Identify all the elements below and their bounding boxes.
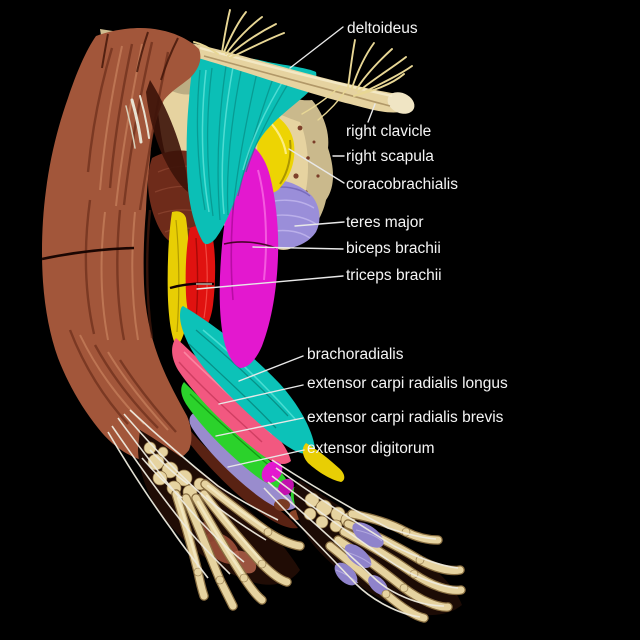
- label-extensor-carpi-radialis-brevis: extensor carpi radialis brevis: [307, 409, 504, 426]
- label-brachoradialis: brachoradialis: [307, 346, 404, 363]
- leader-line-ecrb: [215, 417, 304, 437]
- left-hand: [107, 409, 305, 611]
- deltoid-crevice-shadow: [146, 80, 188, 192]
- leader-line-right-clavicle: [367, 103, 376, 123]
- right-hand: [263, 459, 466, 623]
- leader-line-triceps-brachii: [196, 275, 344, 290]
- label-extensor-digitorum: extensor digitorum: [307, 440, 435, 457]
- label-extensor-carpi-radialis-longus: extensor carpi radialis longus: [307, 375, 508, 392]
- leader-line-teres-major: [294, 221, 345, 227]
- left-hand-tendons: [107, 409, 279, 579]
- label-teres-major: teres major: [346, 214, 424, 231]
- label-biceps-brachii: biceps brachii: [346, 240, 441, 257]
- labels: deltoideus right clavicle right scapula …: [307, 20, 508, 457]
- deltoideus-muscle: [186, 56, 317, 245]
- leader-lines: [196, 26, 376, 468]
- left-knuckles: [193, 527, 273, 585]
- leader-line-extensor-digitorum: [227, 449, 305, 468]
- left-arm-muscles: [41, 28, 201, 464]
- label-coracobrachialis: coracobrachialis: [346, 176, 458, 193]
- leader-line-biceps-brachii: [252, 246, 344, 250]
- deltoid-tendon-slivers: [125, 95, 150, 149]
- label-triceps-brachii: triceps brachii: [346, 267, 442, 284]
- left-arm-crack-line: [41, 246, 135, 261]
- clavicle-knob: [387, 92, 415, 114]
- leader-line-deltoideus: [289, 26, 344, 69]
- brachial-plexus-nerves: [193, 9, 413, 121]
- leader-line-ecrl: [218, 384, 304, 405]
- leader-line-coracobrachialis: [288, 148, 345, 184]
- leader-line-brachoradialis: [238, 355, 304, 382]
- biceps-crack-line: [223, 241, 277, 249]
- label-deltoideus: deltoideus: [347, 20, 418, 37]
- brachoradialis-muscle: [180, 306, 315, 454]
- triceps-red-muscle: [185, 226, 216, 334]
- label-right-scapula: right scapula: [346, 148, 434, 165]
- right-hand-tendons: [263, 459, 459, 618]
- label-right-clavicle: right clavicle: [346, 123, 431, 140]
